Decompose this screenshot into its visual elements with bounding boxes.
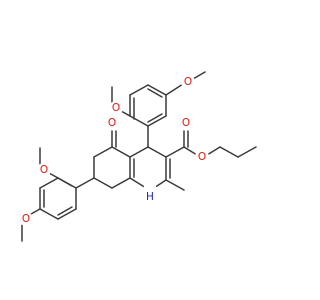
bond [192, 71, 206, 80]
bond [147, 113, 163, 123]
bond [165, 179, 185, 191]
bonds [21, 71, 257, 242]
bond [165, 83, 184, 96]
bond [75, 177, 95, 189]
ortho-methoxy-oxygen: O [109, 101, 123, 115]
bond [30, 208, 41, 215]
bond [120, 110, 131, 117]
bond [111, 177, 131, 189]
atom-o: O [182, 117, 190, 129]
atom-o: O [198, 151, 206, 163]
bond [237, 146, 257, 158]
meta-methoxy-left-oxygen: O [37, 163, 51, 177]
bond [93, 177, 113, 189]
bond [57, 206, 73, 216]
bond [206, 146, 221, 156]
bond [147, 115, 167, 127]
bond [111, 146, 131, 158]
atom-o: O [108, 117, 116, 129]
bond [93, 146, 113, 158]
ketone-oxygen: O [105, 116, 119, 130]
bond [129, 115, 149, 127]
atom-labels: O O O O O O O H N [19, 75, 209, 226]
bond [48, 172, 59, 179]
molecule-canvas: O O O O O O O H N [19, 71, 257, 242]
atom-o: O [184, 76, 192, 88]
bond [147, 146, 167, 158]
bond [129, 146, 149, 158]
atom-o: O [40, 164, 48, 176]
bond [219, 146, 239, 158]
bond [183, 146, 198, 156]
bond [165, 146, 185, 158]
atom-o: O [22, 213, 30, 225]
structure-diagram: O O O O O O O H N [19, 71, 257, 242]
bond [129, 84, 149, 96]
ester-carbonyl-oxygen: O [179, 116, 193, 130]
bond [57, 177, 73, 187]
bond [129, 177, 147, 189]
bond [39, 208, 59, 220]
bond [39, 177, 59, 189]
ester-ether-oxygen: O [195, 150, 209, 164]
atom-o: O [112, 102, 120, 114]
bond [147, 84, 167, 96]
para-methoxy-left-oxygen: O [19, 212, 33, 226]
bond [57, 208, 77, 220]
para-methoxy-top-oxygen: O [181, 75, 195, 89]
atom-h: H [146, 191, 154, 203]
amine-nh: H N [143, 183, 157, 203]
bond [147, 88, 163, 98]
